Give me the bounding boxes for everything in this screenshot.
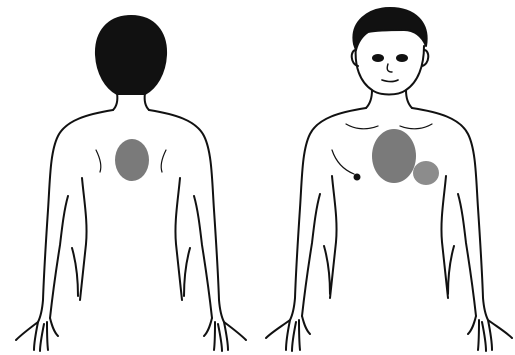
front-left-inner-arm <box>302 194 320 316</box>
back-left-inner-arm <box>50 196 68 318</box>
back-left-waist <box>72 248 78 296</box>
back-left-torso <box>80 178 87 300</box>
front-right-hand <box>468 316 512 351</box>
back-neck-right <box>145 93 149 110</box>
front-chest-left <box>332 150 354 174</box>
back-left-arm <box>38 110 113 322</box>
front-clavicle-right <box>400 124 432 129</box>
back-neck-left <box>113 93 117 110</box>
front-hair <box>353 8 426 50</box>
front-left-hand <box>266 316 310 351</box>
front-mouth <box>382 80 398 82</box>
back-right-hand <box>204 318 246 351</box>
front-left-eye <box>373 55 383 61</box>
back-right-inner-arm <box>194 196 212 318</box>
front-right-eye <box>397 55 407 61</box>
front-face <box>356 46 424 95</box>
front-right-inner-arm <box>458 194 476 316</box>
back-head <box>96 16 166 94</box>
front-right-waist <box>448 246 454 294</box>
back-pain-region <box>115 139 149 181</box>
back-right-torso <box>175 178 182 300</box>
front-left-waist <box>324 246 330 294</box>
back-left-hand <box>16 318 58 351</box>
front-nipple-dot <box>354 174 361 181</box>
front-right-torso <box>441 176 448 298</box>
front-clavicle-left <box>346 124 378 129</box>
front-neck-left <box>366 90 372 108</box>
front-left-torso <box>330 176 337 298</box>
back-view-figure <box>16 16 246 351</box>
front-chest-pain-region <box>372 129 416 183</box>
front-radiating-pain-region <box>413 161 439 185</box>
back-right-arm <box>149 110 224 322</box>
back-shoulder-blade-right <box>161 150 166 172</box>
back-shoulder-blade-left <box>96 150 101 172</box>
front-neck-right <box>406 90 412 108</box>
front-right-arm <box>412 108 488 320</box>
back-right-waist <box>184 248 190 296</box>
front-left-arm <box>290 108 366 320</box>
front-nose <box>387 64 392 72</box>
